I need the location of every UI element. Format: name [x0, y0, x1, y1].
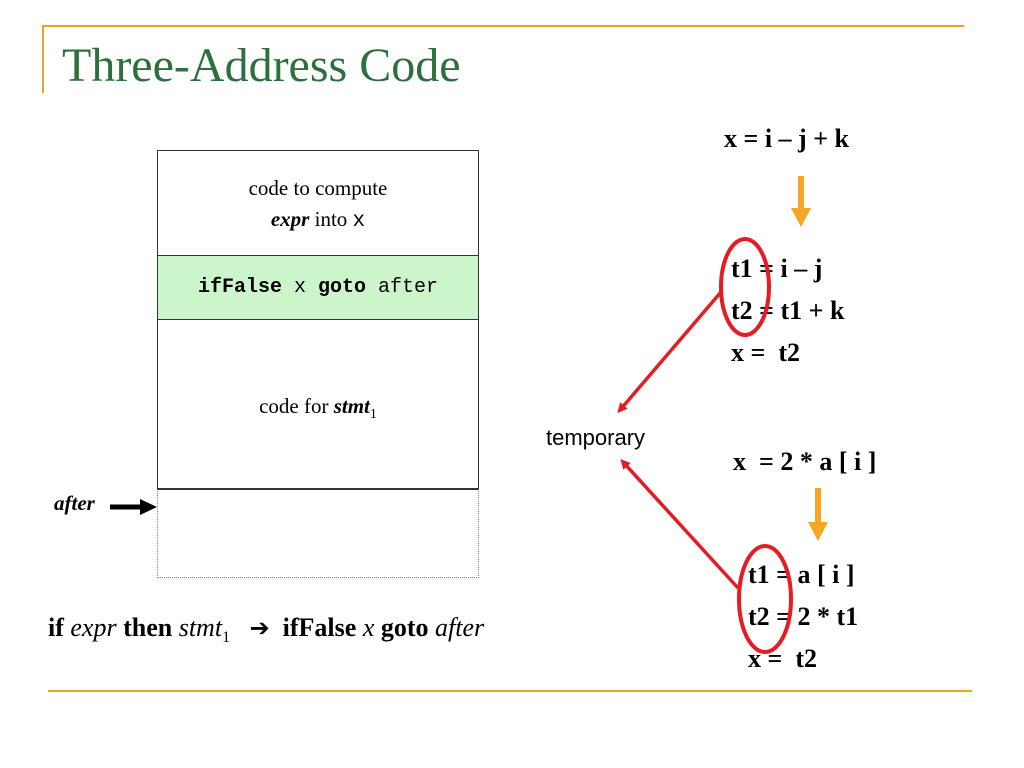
footer-rule	[48, 690, 972, 692]
compute-x: x	[352, 210, 366, 233]
after-block	[157, 489, 479, 578]
iffalse-x: x	[281, 276, 318, 299]
rule-goto: goto	[380, 613, 429, 642]
after-label: after	[54, 491, 95, 515]
temporary-label: temporary	[546, 425, 646, 450]
example1-expression: x = i – j + k	[724, 124, 849, 153]
example1-line: x = t2	[731, 338, 800, 367]
example2-line: t2 = 2 * t1	[748, 602, 859, 631]
temporary-pointer-arrow	[620, 459, 740, 590]
compute-line1: code to compute	[248, 176, 388, 200]
rule-stmt: stmt	[178, 613, 223, 642]
slide-title: Three-Address Code	[62, 39, 461, 92]
translation-rule: if expr then stmt1 ➔ ifFalse x goto afte…	[48, 613, 484, 647]
rule-expr: expr	[70, 613, 117, 642]
rule-x: x	[362, 613, 375, 642]
stmt-name: stmt	[333, 394, 370, 418]
compute-expr: expr	[270, 207, 310, 231]
stmt-text: code for stmt1	[158, 394, 478, 423]
stmt-block: code for stmt1	[157, 320, 479, 489]
after-arrow-icon	[110, 499, 157, 515]
compute-line2: expr into x	[158, 207, 478, 233]
goto-target: after	[366, 276, 439, 299]
title-rule-horizontal	[42, 25, 964, 27]
down-arrow-icon	[808, 488, 828, 541]
temporary-ellipse	[737, 544, 793, 654]
rule-iffalse: ifFalse	[282, 613, 357, 642]
rule-if: if	[48, 613, 64, 642]
rule-then: then	[123, 613, 173, 642]
rule-subscript: 1	[222, 629, 231, 647]
iffalse-keyword: ifFalse	[197, 276, 282, 299]
compute-expr-block: code to compute expr into x	[157, 150, 479, 255]
rule-after: after	[435, 613, 485, 642]
title-rule-vertical	[42, 25, 44, 93]
stmt-prefix: code for	[259, 394, 334, 418]
temporary-pointer-arrow	[617, 290, 723, 414]
iffalse-block: ifFalse x goto after	[157, 255, 479, 320]
example2-expression: x = 2 * a [ i ]	[733, 447, 877, 476]
iffalse-instruction: ifFalse x goto after	[158, 276, 478, 299]
compute-into: into	[309, 207, 353, 231]
goto-keyword: goto	[318, 276, 367, 299]
temporary-ellipse	[719, 237, 771, 337]
down-arrow-icon	[791, 176, 811, 227]
right-arrow-icon: ➔	[249, 614, 270, 642]
stmt-subscript: 1	[369, 407, 377, 423]
